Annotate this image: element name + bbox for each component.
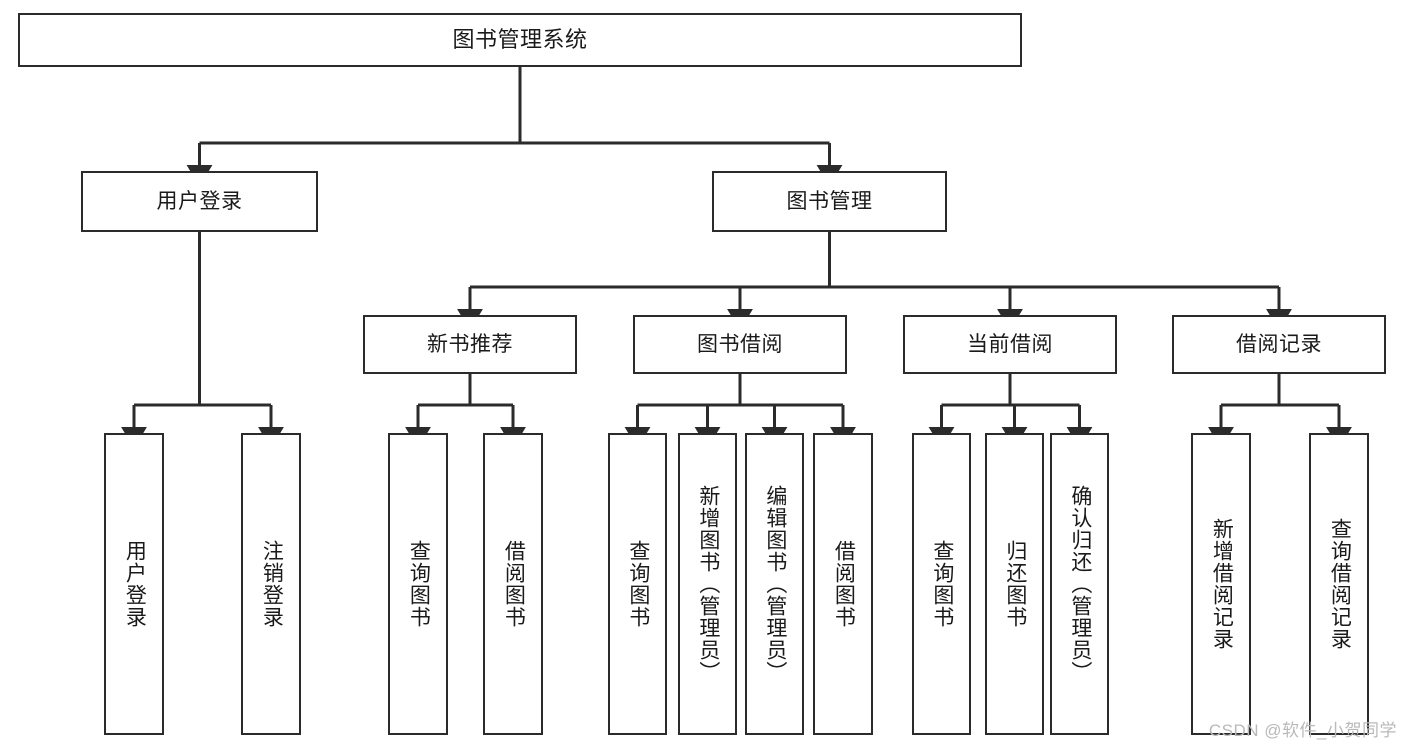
node-borrow-2[interactable]: 新增图书（管理员） [678, 433, 737, 735]
node-login-2[interactable]: 注销登录 [241, 433, 301, 735]
node-label: 归还图书 [1003, 540, 1027, 628]
node-current-3[interactable]: 确认归还（管理员） [1050, 433, 1109, 735]
node-borrow-3[interactable]: 编辑图书（管理员） [745, 433, 804, 735]
node-label: 查询图书 [930, 540, 954, 628]
node-label: 用户登录 [156, 190, 243, 213]
node-label: 借阅图书 [832, 540, 856, 628]
watermark-text: CSDN @软件_小贺同学 [1208, 721, 1397, 740]
node-label: 借阅记录 [1236, 333, 1322, 356]
node-label: 查询图书 [626, 540, 650, 628]
node-borrow[interactable]: 图书借阅 [633, 315, 847, 374]
node-newbook[interactable]: 新书推荐 [363, 315, 577, 374]
node-newbook-2[interactable]: 借阅图书 [483, 433, 543, 735]
node-label: 新增借阅记录 [1210, 518, 1234, 650]
node-label: 编辑图书（管理员） [763, 485, 787, 683]
node-borrow-4[interactable]: 借阅图书 [813, 433, 873, 735]
node-label: 用户登录 [123, 540, 147, 628]
node-records-1[interactable]: 新增借阅记录 [1191, 433, 1251, 735]
node-records-2[interactable]: 查询借阅记录 [1309, 433, 1369, 735]
node-borrow-1[interactable]: 查询图书 [608, 433, 667, 735]
node-login[interactable]: 用户登录 [81, 171, 318, 232]
node-current-2[interactable]: 归还图书 [985, 433, 1044, 735]
node-records[interactable]: 借阅记录 [1172, 315, 1386, 374]
node-label: 借阅图书 [502, 540, 526, 628]
node-label: 新书推荐 [427, 333, 513, 356]
node-bookmgmt[interactable]: 图书管理 [712, 171, 947, 232]
node-login-1[interactable]: 用户登录 [104, 433, 164, 735]
node-label: 图书借阅 [697, 333, 783, 356]
node-newbook-1[interactable]: 查询图书 [388, 433, 448, 735]
node-current[interactable]: 当前借阅 [903, 315, 1117, 374]
node-label: 新增图书（管理员） [696, 485, 720, 683]
node-label: 当前借阅 [967, 333, 1053, 356]
node-label: 确认归还（管理员） [1068, 485, 1092, 683]
node-root[interactable]: 图书管理系统 [18, 13, 1022, 67]
node-label: 注销登录 [260, 540, 284, 628]
node-current-1[interactable]: 查询图书 [912, 433, 971, 735]
node-label: 图书管理系统 [452, 27, 588, 52]
node-label: 图书管理 [786, 190, 873, 213]
node-label: 查询图书 [407, 540, 431, 628]
node-label: 查询借阅记录 [1328, 518, 1352, 650]
